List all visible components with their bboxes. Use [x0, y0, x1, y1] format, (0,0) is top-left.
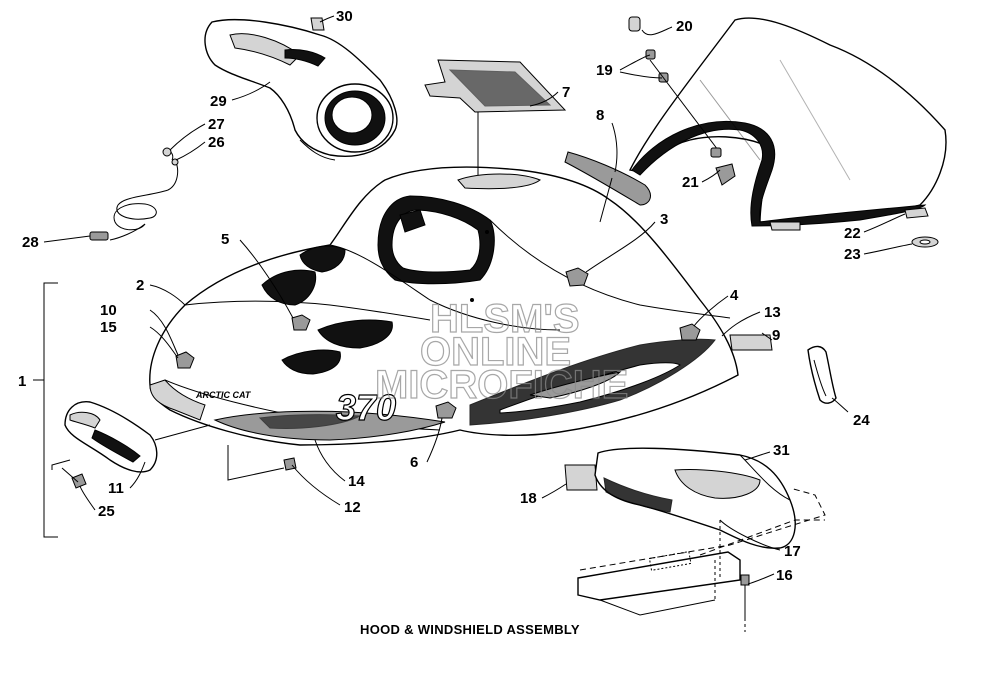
callout-31: 31	[773, 442, 790, 459]
callout-19: 19	[596, 62, 613, 79]
callout-22: 22	[844, 225, 861, 242]
callout-8: 8	[596, 107, 604, 124]
hood-brand-decal: ARCTIC CAT	[195, 390, 252, 400]
callout-6: 6	[410, 454, 418, 471]
hood: ARCTIC CAT 370	[149, 166, 739, 446]
callout-16: 16	[776, 567, 793, 584]
screws	[61, 457, 750, 632]
callout-4: 4	[730, 287, 739, 304]
callout-15: 15	[100, 319, 117, 336]
tunnel-plate	[577, 487, 826, 616]
diagram-caption: HOOD & WINDSHIELD ASSEMBLY	[360, 622, 580, 637]
callout-11: 11	[108, 480, 124, 497]
callout-28: 28	[22, 234, 39, 251]
callout-12: 12	[344, 499, 361, 516]
callout-29: 29	[210, 93, 227, 110]
bumper-bracket	[64, 401, 211, 473]
watermark: HLSM'S ONLINE MICROFICHE	[374, 296, 629, 407]
callout-5: 5	[221, 231, 229, 248]
tether-cord	[89, 147, 179, 241]
callout-13: 13	[764, 304, 781, 321]
console-cowl	[204, 19, 398, 161]
hood-model-decal: 370	[336, 387, 396, 428]
watermark-line-3: MICROFICHE	[375, 363, 628, 407]
windshield	[628, 17, 947, 231]
callout-3: 3	[660, 211, 668, 228]
leader-lines	[33, 15, 913, 600]
callout-7: 7	[562, 84, 570, 101]
callout-labels: 1 2 3 4 5 6 7 8 9 10 11 12 13 14 15 16 1…	[18, 8, 870, 584]
callout-20: 20	[676, 18, 693, 35]
callout-18: 18	[520, 490, 537, 507]
callout-24: 24	[853, 412, 870, 429]
hood-decals	[424, 59, 651, 206]
tail-cowl	[594, 447, 796, 549]
callout-23: 23	[844, 246, 861, 263]
callout-1: 1	[18, 373, 26, 390]
callout-2: 2	[136, 277, 144, 294]
windshield-hardware	[628, 16, 939, 248]
console-fastener	[310, 17, 325, 31]
callout-30: 30	[336, 8, 353, 25]
callout-26: 26	[208, 134, 225, 151]
callout-17: 17	[784, 543, 801, 560]
callout-9: 9	[772, 327, 780, 344]
watermark-line-1: HLSM'S	[430, 297, 580, 341]
callout-27: 27	[208, 116, 225, 133]
callout-14: 14	[348, 473, 365, 490]
side-decals	[564, 334, 773, 491]
watermark-line-2: ONLINE	[420, 330, 571, 374]
callout-10: 10	[100, 302, 117, 319]
trim-strip	[807, 345, 837, 404]
callout-25: 25	[98, 503, 115, 520]
callout-21: 21	[682, 174, 699, 191]
